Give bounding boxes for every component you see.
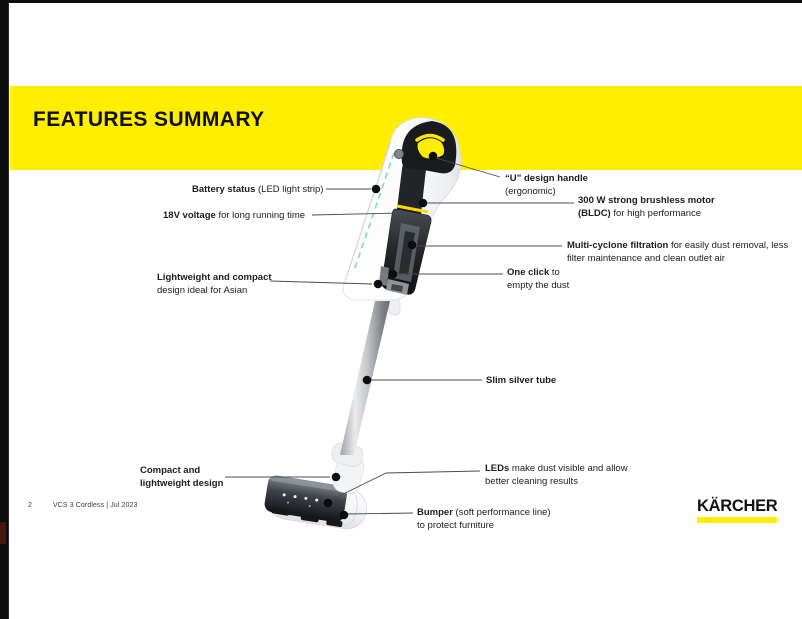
brand-logo: KÄRCHER — [697, 497, 778, 523]
brand-logo-underline — [697, 517, 777, 523]
handle-yellow-accent — [415, 133, 445, 142]
callout-one-click-line2: empty the dust — [507, 280, 570, 291]
callout-motor: 300 W strong brushless motor (BLDC) for … — [578, 194, 715, 220]
callout-one-click-bold: One click — [507, 267, 550, 278]
callout-cyclone-line2: filter maintenance and clean outlet air — [567, 253, 725, 264]
bumper-clips — [271, 507, 343, 528]
callout-motor-bold: 300 W strong brushless motor — [578, 195, 715, 206]
callout-bumper-rest: (soft performance line) — [452, 507, 551, 518]
power-button — [394, 149, 404, 159]
tube-release-tab — [388, 298, 401, 316]
callout-compact: Compact and lightweight design — [140, 464, 223, 490]
callout-compact-line1: Compact and — [140, 465, 201, 476]
page-number: 2 — [28, 502, 32, 509]
callout-cyclone-rest: for easily dust removal, less — [668, 240, 789, 251]
callout-handle-bold: “U” design handle — [505, 173, 588, 184]
callout-compact-line2: lightweight design — [140, 478, 224, 489]
footer-text: VCS 3 Cordless | Jul 2023 — [53, 502, 138, 509]
callout-tube-bold: Slim silver tube — [486, 375, 557, 386]
callout-voltage-bold: 18V voltage — [163, 210, 216, 221]
callout-one-click: One click to empty the dust — [507, 266, 569, 292]
handle-opening — [417, 138, 445, 159]
callout-lightweight-line2: design ideal for Asian — [157, 285, 248, 296]
callout-lightweight: Lightweight and compact design ideal for… — [157, 271, 272, 297]
callout-handle: “U” design handle (ergonomic) — [505, 172, 588, 198]
vacuum-illustration — [264, 117, 462, 530]
callout-voltage: 18V voltage for long running time — [163, 209, 305, 222]
left-border-chip — [0, 522, 6, 544]
callout-battery-status: Battery status (LED light strip) — [192, 183, 323, 196]
top-border — [0, 0, 802, 3]
callout-bumper-line2: to protect furniture — [417, 520, 495, 531]
callout-motor-rest2: for high performance — [610, 208, 702, 219]
callout-motor-bold2: (BLDC) — [578, 208, 611, 219]
callout-leds-rest: make dust visible and allow — [509, 463, 628, 474]
callout-handle-line2: (ergonomic) — [505, 186, 556, 197]
left-border — [0, 0, 8, 619]
callout-tube: Slim silver tube — [486, 374, 556, 387]
callout-voltage-rest: for long running time — [215, 210, 306, 221]
callout-one-click-rest: to — [549, 267, 560, 278]
callout-bumper: Bumper (soft performance line) to protec… — [417, 506, 551, 532]
brand-logo-text: KÄRCHER — [697, 497, 778, 515]
callout-leds-bold: LEDs — [485, 463, 510, 474]
callout-leds: LEDs make dust visible and allow better … — [485, 462, 628, 488]
page-title: FEATURES SUMMARY — [33, 108, 265, 131]
callout-battery-rest: (LED light strip) — [255, 184, 324, 195]
callout-leds-line2: better cleaning results — [485, 476, 578, 487]
callout-cyclone: Multi-cyclone filtration for easily dust… — [567, 239, 788, 265]
container-yellow-ring — [396, 204, 429, 214]
callout-battery-bold: Battery status — [192, 184, 256, 195]
callout-lightweight-bold: Lightweight and compact — [157, 272, 272, 283]
callout-cyclone-bold: Multi-cyclone filtration — [567, 240, 669, 251]
callout-bumper-bold: Bumper — [417, 507, 453, 518]
vacuum-tube — [340, 301, 390, 455]
